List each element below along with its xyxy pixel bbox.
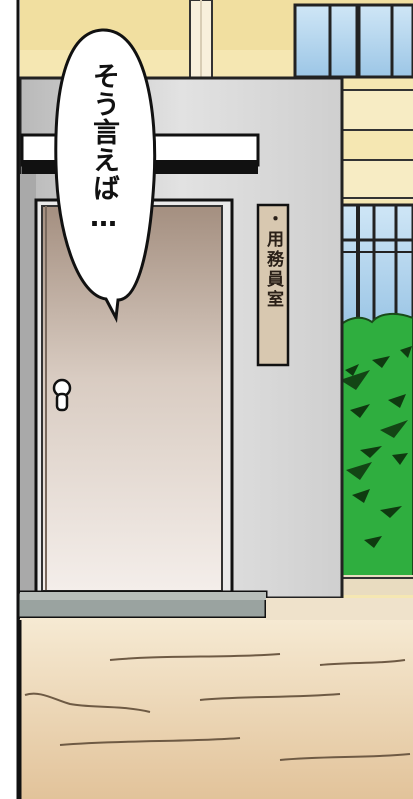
ground [18, 598, 413, 799]
upper-window [293, 3, 413, 79]
door-sign-text: ・用務員室 [263, 210, 283, 310]
panel-gutter [0, 0, 18, 799]
speech-bubble-text: そう言えば… [88, 62, 119, 234]
speech-bubble [54, 28, 157, 324]
lower-window [338, 203, 413, 327]
door-sign-plate [256, 203, 290, 367]
bush [335, 312, 413, 595]
door-step [16, 590, 268, 620]
door [34, 198, 234, 597]
door-knob-icon [52, 378, 72, 412]
